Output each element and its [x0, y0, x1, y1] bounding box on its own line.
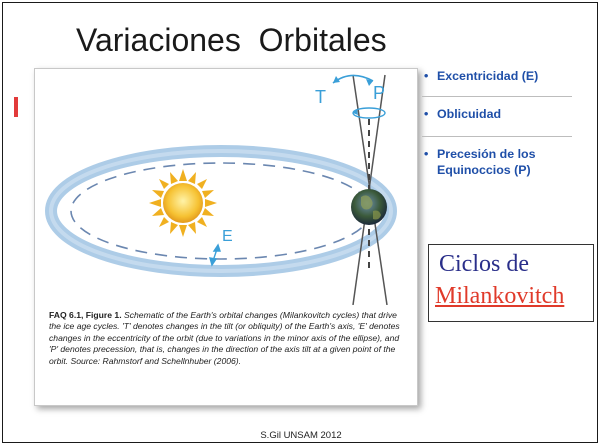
bullet-divider: [422, 136, 572, 137]
bullet-text: Oblicuidad: [437, 107, 502, 121]
label-t: T: [315, 87, 326, 107]
orbit-band: [45, 145, 397, 277]
milankovitch-link[interactable]: Milankovitch: [435, 283, 565, 309]
earth-icon: [351, 189, 387, 225]
bullet-marker: •: [424, 69, 429, 83]
slide-footer: S.Gil UNSAM 2012: [260, 430, 342, 441]
label-e: E: [222, 228, 233, 245]
orbit-diagram: T P E: [45, 74, 397, 306]
eccentricity-arrow-icon: [209, 243, 221, 267]
slide-title: Variaciones Orbitales: [76, 22, 387, 58]
sun-icon: [149, 169, 217, 237]
slide-frame: [2, 2, 598, 443]
figure-caption: FAQ 6.1, Figure 1. Schematic of the Eart…: [49, 310, 409, 367]
caption-label: FAQ 6.1, Figure 1.: [49, 310, 122, 320]
label-p: P: [373, 83, 385, 103]
bullet-text: Precesión de los Equinoccios (P): [437, 147, 536, 177]
precession-ring-icon: [352, 107, 386, 119]
side-mark: [14, 97, 18, 117]
bullet-marker: •: [424, 107, 429, 121]
orbit-dashed: [70, 162, 372, 260]
cycles-label: Ciclos de: [439, 251, 529, 277]
tilt-arrow-icon: [332, 74, 374, 86]
figure-panel: T P E FAQ 6.1, Figure 1. Schematic of th…: [34, 68, 418, 406]
bullet-text: Excentricidad (E): [437, 69, 539, 83]
bullet-marker: •: [424, 147, 429, 161]
bullet-divider: [422, 96, 572, 97]
caption-text: Schematic of the Earth's orbital changes…: [49, 310, 400, 366]
milankovitch-box: Ciclos de Milankovitch: [428, 244, 594, 322]
